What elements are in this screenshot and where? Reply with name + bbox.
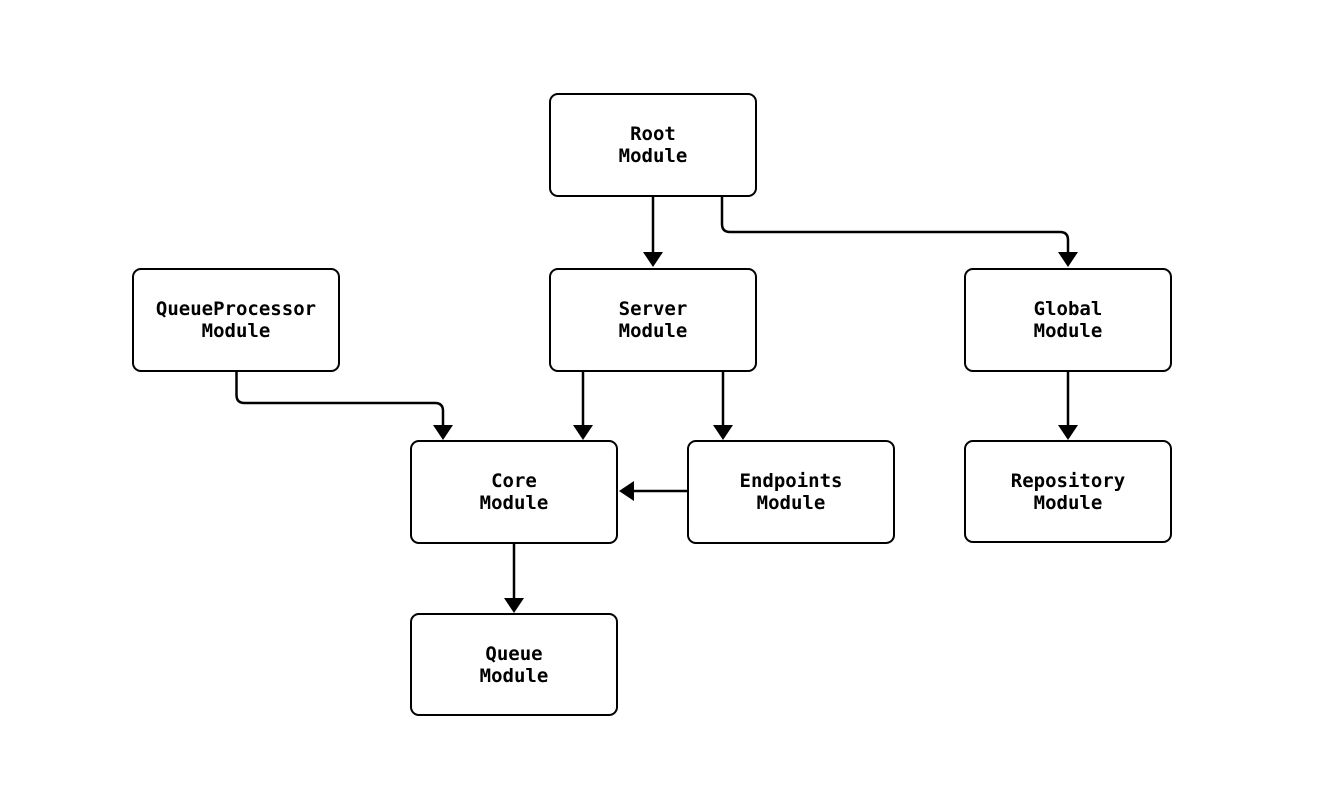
arrowhead-down-icon <box>643 252 663 267</box>
edge-root-to-global <box>720 197 1078 267</box>
arrowhead-down-icon <box>433 425 453 440</box>
node-label-line: Queue <box>485 642 543 665</box>
node-label-line: Module <box>479 664 549 687</box>
node-label-line: Module <box>756 492 826 514</box>
edge-queueprocessor-to-core <box>235 371 453 440</box>
arrowhead-down-icon <box>504 598 524 613</box>
edge-endpoints-to-core <box>619 481 687 501</box>
node-queue-module: Queue Module <box>410 613 618 716</box>
node-repository-module: Repository Module <box>964 440 1172 543</box>
node-server-module: Server Module <box>549 268 757 372</box>
node-label-line: Repository <box>1010 469 1126 492</box>
node-label-line: Module <box>618 320 688 342</box>
edge-root-to-server <box>643 197 663 267</box>
node-label-line: Module <box>1033 491 1103 514</box>
node-queueprocessor-module: QueueProcessor Module <box>132 268 340 372</box>
node-endpoints-module: Endpoints Module <box>687 440 895 544</box>
arrowhead-down-icon <box>713 425 733 440</box>
node-label-line: Module <box>201 320 271 342</box>
node-label-line: Endpoints <box>739 470 843 492</box>
node-root-module: Root Module <box>549 93 757 197</box>
edge-server-to-core <box>573 372 593 440</box>
node-label-line: Core <box>491 470 537 492</box>
node-label-line: Global <box>1033 298 1103 320</box>
node-label-line: Module <box>1033 320 1103 342</box>
edge-server-to-endpoints <box>713 372 733 440</box>
node-label-line: Root <box>630 123 676 145</box>
node-label-line: Module <box>479 492 549 514</box>
arrowhead-down-icon <box>573 425 593 440</box>
arrowhead-left-icon <box>619 481 634 501</box>
arrowhead-down-icon <box>1058 425 1078 440</box>
node-label-line: Server <box>618 298 688 320</box>
node-label-line: Module <box>618 145 688 167</box>
node-core-module: Core Module <box>410 440 618 544</box>
edge-global-to-repository <box>1058 372 1078 440</box>
arrowhead-down-icon <box>1058 252 1078 267</box>
node-label-line: QueueProcessor <box>155 298 317 320</box>
node-global-module: Global Module <box>964 268 1172 372</box>
edge-core-to-queue <box>504 544 524 613</box>
